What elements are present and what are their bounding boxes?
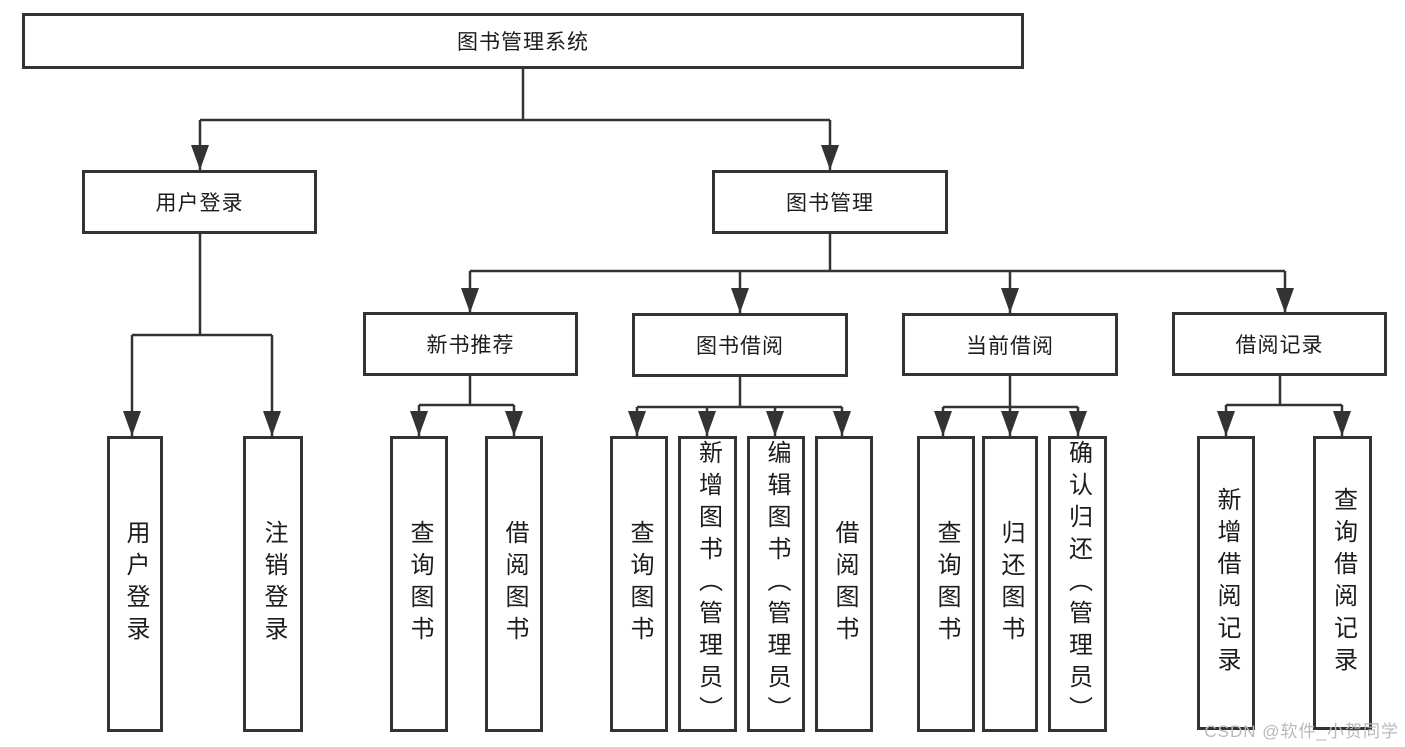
- watermark-text: CSDN @软件_小贺同学: [1204, 722, 1399, 741]
- leaf-return-books: 归还图书: [982, 436, 1038, 732]
- node-label: 确认归还（管理员）: [1064, 440, 1092, 728]
- leaf-edit-books-admin: 编辑图书（管理员）: [747, 436, 805, 732]
- node-book-management: 图书管理: [712, 170, 948, 234]
- node-label: 新增借阅记录: [1213, 487, 1240, 679]
- leaf-query-books-current: 查询图书: [917, 436, 975, 732]
- node-label: 查询借阅记录: [1329, 487, 1357, 679]
- node-label: 归还图书: [997, 520, 1024, 648]
- node-label: 图书管理系统: [457, 31, 589, 54]
- node-label: 新书推荐: [426, 334, 515, 357]
- node-label: 借阅图书: [831, 520, 858, 648]
- leaf-query-books-recommend: 查询图书: [390, 436, 448, 732]
- node-user-login: 用户登录: [82, 170, 317, 234]
- node-book-borrowing: 图书借阅: [632, 313, 848, 377]
- leaf-add-books-admin: 新增图书（管理员）: [678, 436, 737, 732]
- node-new-book-recommendation: 新书推荐: [363, 312, 578, 376]
- node-label: 借阅记录: [1235, 334, 1324, 357]
- leaf-logout-login: 注销登录: [243, 436, 303, 732]
- connector-path: [130, 68, 1344, 436]
- node-label: 查询图书: [626, 520, 653, 648]
- node-current-borrowing: 当前借阅: [902, 313, 1118, 376]
- leaf-confirm-return-admin: 确认归还（管理员）: [1048, 436, 1107, 732]
- node-label: 借阅图书: [501, 520, 528, 648]
- node-label: 图书管理: [786, 192, 874, 215]
- node-label: 用户登录: [122, 520, 149, 648]
- leaf-user-login: 用户登录: [107, 436, 163, 732]
- node-label: 编辑图书（管理员）: [763, 440, 790, 728]
- leaf-borrow-books-borrowing: 借阅图书: [815, 436, 873, 732]
- node-label: 用户登录: [155, 192, 244, 215]
- leaf-query-books-borrowing: 查询图书: [610, 436, 668, 732]
- arrowhead-path: [123, 145, 1351, 436]
- node-label: 当前借阅: [966, 334, 1054, 358]
- leaf-borrow-books-recommend: 借阅图书: [485, 436, 543, 732]
- node-label: 查询图书: [933, 520, 960, 648]
- node-label: 注销登录: [260, 520, 287, 648]
- node-library-management-system: 图书管理系统: [22, 13, 1024, 69]
- leaf-add-borrow-record: 新增借阅记录: [1197, 436, 1255, 730]
- node-label: 新增图书（管理员）: [694, 440, 722, 728]
- node-label: 图书借阅: [696, 335, 784, 358]
- leaf-query-borrow-record: 查询借阅记录: [1313, 436, 1372, 730]
- node-borrowing-records: 借阅记录: [1172, 312, 1387, 376]
- node-label: 查询图书: [406, 520, 433, 648]
